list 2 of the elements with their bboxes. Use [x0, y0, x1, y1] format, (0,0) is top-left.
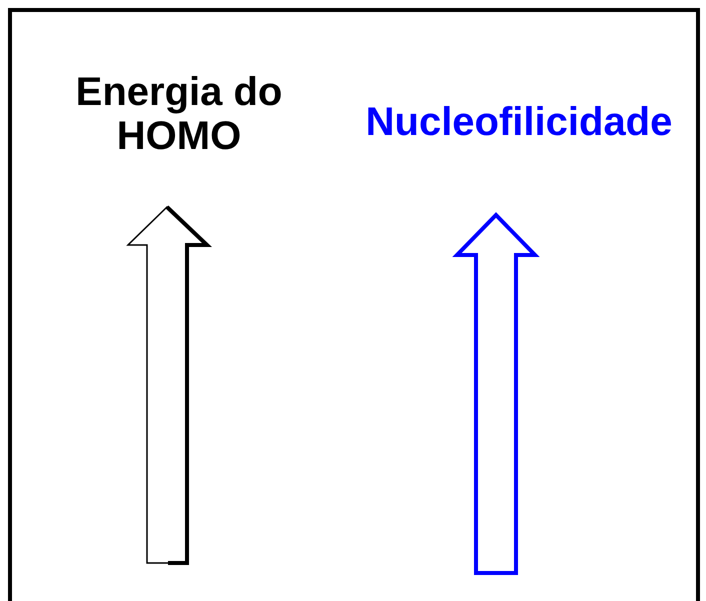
axis-label: Nucleofilicidade — [364, 100, 674, 144]
axis-label: Energia do HOMO — [74, 70, 284, 158]
